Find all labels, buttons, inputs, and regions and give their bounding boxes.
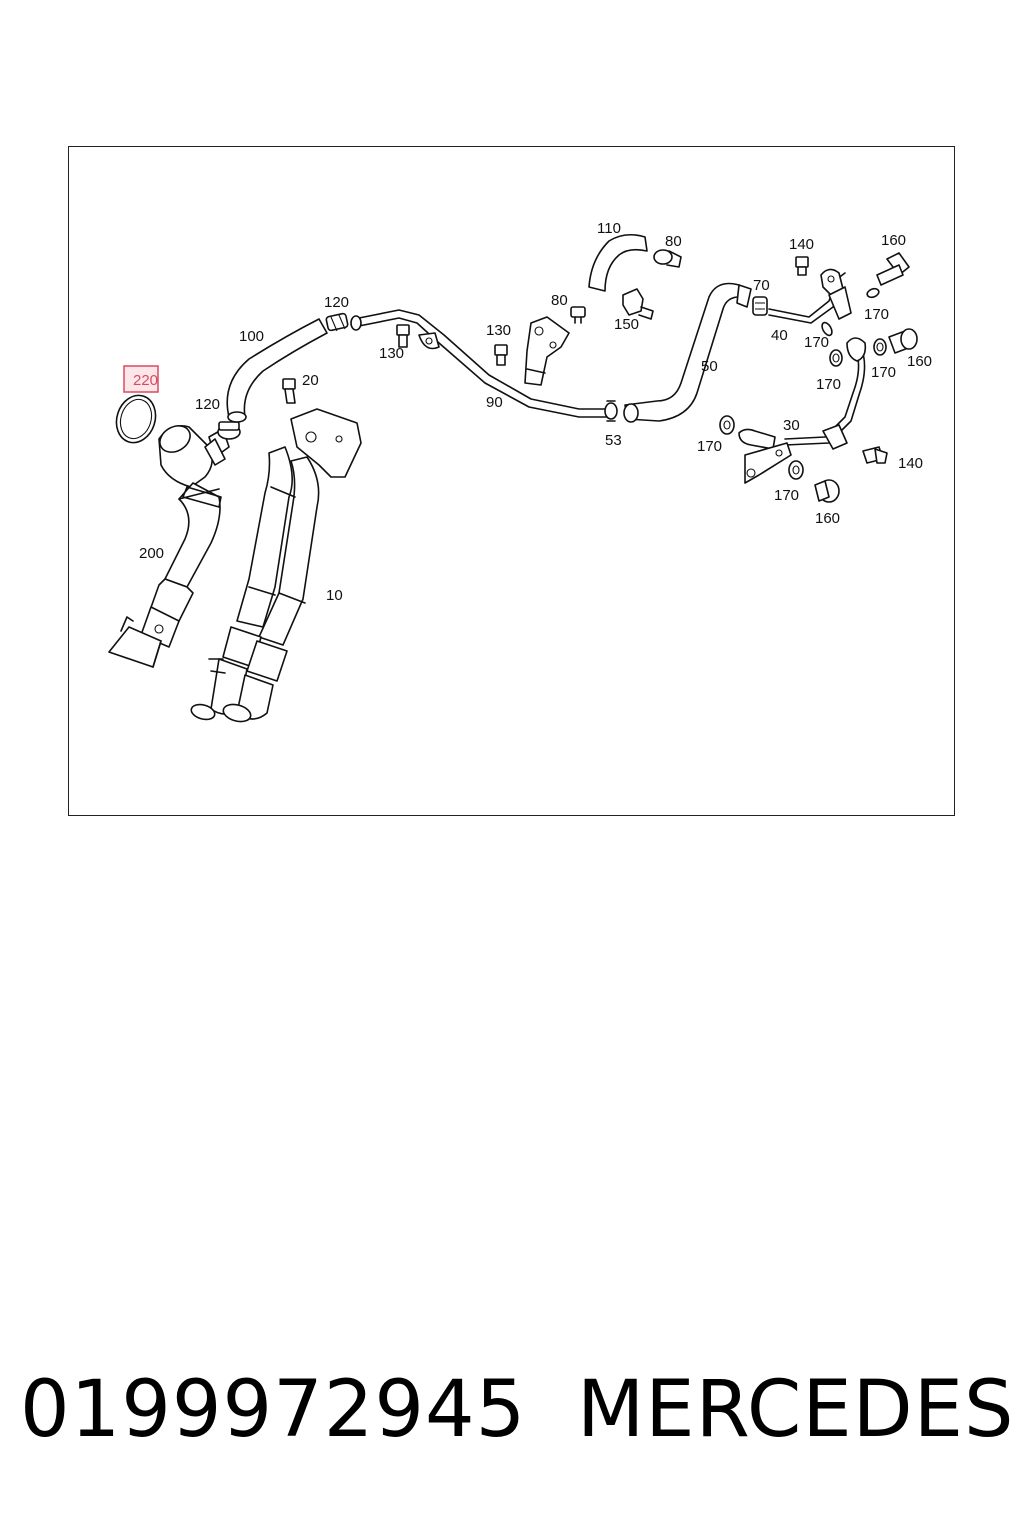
part-100-hose[interactable] — [226, 318, 328, 423]
label-50[interactable]: 50 — [701, 358, 718, 375]
part-170-washer-b[interactable] — [820, 321, 834, 337]
label-10[interactable]: 10 — [326, 587, 343, 604]
label-110[interactable]: 110 — [597, 220, 621, 237]
part-number-text: 0199972945 — [20, 1365, 527, 1455]
part-80-clip-mid[interactable] — [570, 306, 586, 324]
label-170-d[interactable]: 170 — [871, 364, 896, 381]
footer-caption: 0199972945 MERCEDES — [0, 1365, 1024, 1475]
part-120-clamp-upper[interactable] — [325, 312, 349, 332]
part-110-hose[interactable] — [588, 233, 648, 292]
label-90[interactable]: 90 — [486, 394, 503, 411]
part-30-line[interactable] — [738, 337, 867, 484]
part-170-washer-e[interactable] — [719, 415, 735, 435]
part-70-clamp[interactable] — [752, 296, 768, 316]
label-120-lower[interactable]: 120 — [195, 396, 220, 413]
diagram-frame: 220 200 120 100 120 20 130 130 90 10 110… — [68, 146, 955, 816]
part-220-o-ring[interactable] — [111, 390, 162, 447]
part-80-clip-top[interactable] — [653, 249, 682, 268]
label-220[interactable]: 220 — [133, 372, 158, 389]
label-170-a[interactable]: 170 — [864, 306, 889, 323]
label-130-right[interactable]: 130 — [486, 322, 511, 339]
part-170-washer-a[interactable] — [866, 287, 880, 299]
label-40[interactable]: 40 — [771, 327, 788, 344]
label-20[interactable]: 20 — [302, 372, 319, 389]
part-90-coolant-line[interactable] — [350, 309, 610, 418]
part-170-washer-d[interactable] — [873, 338, 887, 356]
label-170-e[interactable]: 170 — [697, 438, 722, 455]
brand-text: MERCEDES — [577, 1365, 1015, 1455]
label-170-f[interactable]: 170 — [774, 487, 799, 504]
label-200[interactable]: 200 — [139, 545, 164, 562]
part-40-line[interactable] — [768, 268, 852, 324]
label-140-lower[interactable]: 140 — [898, 455, 923, 472]
part-160-banjo-bolt-bottom[interactable] — [814, 479, 840, 503]
label-70[interactable]: 70 — [753, 277, 770, 294]
label-170-b[interactable]: 170 — [804, 334, 829, 351]
part-150-connector[interactable] — [622, 288, 654, 320]
part-170-washer-f[interactable] — [788, 460, 804, 480]
part-20-bolt[interactable] — [282, 378, 296, 404]
label-120-upper[interactable]: 120 — [324, 294, 349, 311]
part-140-bolt-lower[interactable] — [862, 446, 888, 464]
part-160-banjo-bolt-top[interactable] — [876, 252, 910, 286]
label-53[interactable]: 53 — [605, 432, 622, 449]
label-160-top[interactable]: 160 — [881, 232, 906, 249]
label-160-right[interactable]: 160 — [907, 353, 932, 370]
label-80-mid[interactable]: 80 — [551, 292, 568, 309]
label-140-top[interactable]: 140 — [789, 236, 814, 253]
part-130-bolt-right[interactable] — [494, 344, 508, 366]
parts-diagram: 220 200 120 100 120 20 130 130 90 10 110… — [108, 220, 932, 724]
part-160-banjo-bolt-right[interactable] — [888, 328, 918, 354]
part-200-elbow-pipe[interactable] — [108, 421, 230, 668]
label-80-top[interactable]: 80 — [665, 233, 682, 250]
part-53-clamp[interactable] — [604, 400, 618, 422]
part-10-twin-pipe[interactable] — [190, 408, 362, 724]
part-130-bolt-left[interactable] — [396, 324, 410, 348]
part-120-clamp-lower[interactable] — [217, 421, 241, 440]
highlight-box-220 — [123, 365, 159, 393]
part-50-hose[interactable] — [623, 282, 752, 423]
label-130-left[interactable]: 130 — [379, 345, 404, 362]
part-90-bracket[interactable] — [524, 316, 570, 386]
part-140-bolt-top[interactable] — [795, 256, 809, 276]
label-150[interactable]: 150 — [614, 316, 639, 333]
label-160-bottom[interactable]: 160 — [815, 510, 840, 527]
label-30[interactable]: 30 — [783, 417, 800, 434]
part-170-washer-c[interactable] — [829, 349, 843, 367]
label-170-c[interactable]: 170 — [816, 376, 841, 393]
label-100[interactable]: 100 — [239, 328, 264, 345]
